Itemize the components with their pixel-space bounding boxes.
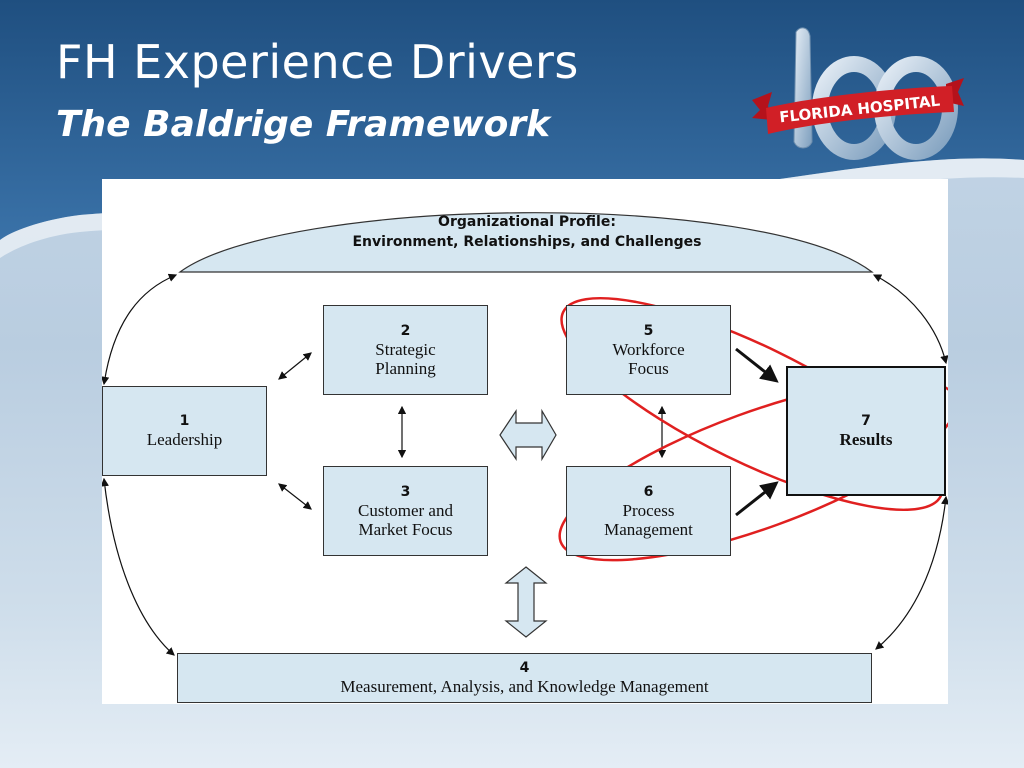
loop-arc-bottom-left: [102, 477, 175, 656]
box-number: 4: [519, 660, 530, 676]
box-number: 2: [400, 322, 411, 339]
box-label: Leadership: [146, 430, 223, 449]
box-label: Process Management: [604, 500, 693, 539]
box-label: Results: [839, 430, 893, 449]
box-results: 7 Results: [786, 366, 946, 496]
box-measurement-analysis: 4 Measurement, Analysis, and Knowledge M…: [177, 653, 872, 703]
arrow-workforce-results: [735, 347, 779, 383]
box-number: 7: [861, 413, 871, 429]
profile-line1: Organizational Profile:: [438, 214, 616, 230]
diagram-connectors: [102, 212, 948, 656]
loop-arc-top-left: [102, 273, 178, 386]
box-customer-market-focus: 3 Customer and Market Focus: [323, 466, 488, 556]
box-label: Measurement, Analysis, and Knowledge Man…: [340, 677, 709, 696]
box-number: 1: [179, 413, 190, 429]
double-arrow-horizontal: [499, 408, 557, 462]
baldrige-framework-diagram: Organizational Profile: Environment, Rel…: [102, 179, 948, 704]
profile-line2: Environment, Relationships, and Challeng…: [352, 234, 702, 250]
arrow-leadership-customer: [278, 483, 312, 510]
box-process-management: 6 Process Management: [566, 466, 731, 556]
box-label: Strategic Planning: [375, 339, 436, 378]
box-number: 6: [643, 483, 654, 500]
highlight-ellipse-process: [558, 378, 948, 562]
slide-title: FH Experience Drivers: [56, 35, 579, 89]
highlight-ellipse-workforce: [560, 296, 944, 512]
loop-arc-bottom-right: [875, 495, 948, 650]
box-label: Workforce Focus: [612, 339, 685, 378]
box-label: Customer and Market Focus: [358, 500, 453, 539]
box-number: 5: [643, 322, 654, 339]
double-arrow-vertical: [504, 566, 548, 638]
box-number: 3: [400, 483, 411, 500]
florida-hospital-100-logo: FLORIDA HOSPITAL: [752, 27, 964, 160]
organizational-profile-dome: [178, 212, 874, 273]
box-workforce-focus: 5 Workforce Focus: [566, 305, 731, 395]
slide-subtitle: The Baldrige Framework: [56, 104, 551, 145]
arrow-leadership-strategic: [278, 352, 312, 380]
box-strategic-planning: 2 Strategic Planning: [323, 305, 488, 395]
organizational-profile-label: Organizational Profile: Environment, Rel…: [252, 212, 802, 252]
box-leadership: 1 Leadership: [102, 386, 267, 476]
loop-arc-top-right: [872, 274, 948, 365]
arrow-process-results: [735, 481, 779, 517]
